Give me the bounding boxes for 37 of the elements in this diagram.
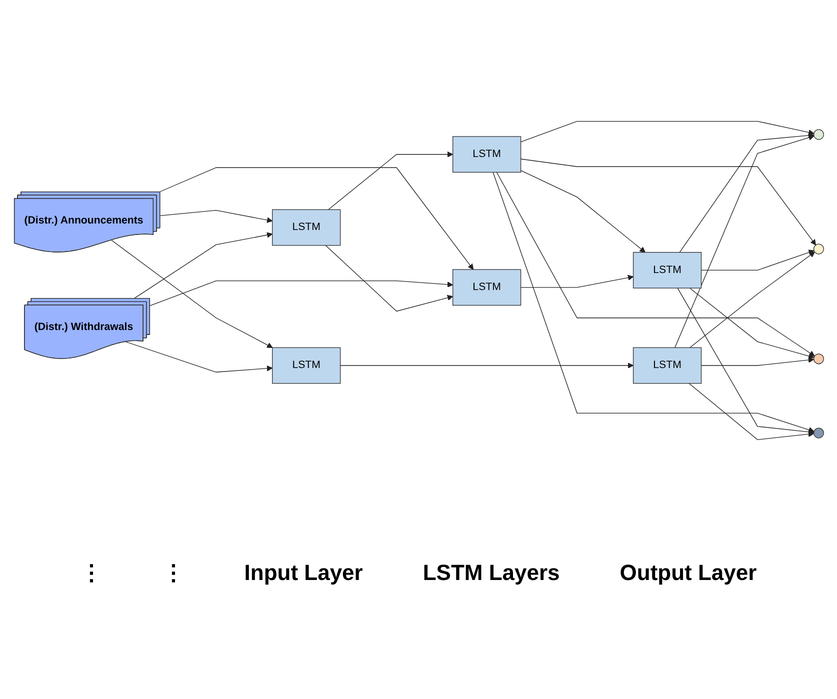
arrow: [689, 251, 814, 348]
node-box: LSTM: [272, 208, 340, 246]
arrow: [520, 120, 814, 142]
node-box: LSTM: [452, 136, 521, 172]
arrow: [520, 158, 816, 245]
layer-label: LSTM Layers: [422, 560, 560, 586]
arrow: [520, 274, 634, 288]
arrow: [110, 239, 272, 348]
arrow: [676, 287, 814, 434]
arrow: [339, 362, 634, 368]
arrow: [496, 171, 814, 356]
arrow: [328, 151, 453, 210]
layer-label: Output Layer: [620, 560, 757, 586]
arrow: [324, 244, 453, 312]
node-box: LSTM: [272, 346, 340, 384]
node-box: LSTM: [632, 346, 702, 384]
arrow: [158, 166, 474, 270]
arrow: [159, 210, 272, 222]
arrow: [700, 249, 814, 270]
arrow: [688, 382, 814, 440]
arrow: [678, 132, 814, 252]
arrow: [674, 134, 814, 348]
node-circle: [812, 243, 824, 254]
node-circle: [812, 353, 824, 364]
node-circle: [812, 427, 824, 438]
node-box: LSTM: [632, 252, 702, 288]
layer-label: Input Layer: [244, 560, 363, 586]
node-box: LSTM: [452, 268, 521, 306]
arrow: [520, 170, 645, 252]
layer-label: ⋮: [162, 560, 184, 586]
arrow: [125, 341, 272, 372]
arrow: [149, 280, 453, 306]
arrow: [492, 171, 814, 432]
arrow: [700, 356, 814, 366]
node-circle: [812, 128, 824, 140]
arrow: [689, 287, 814, 358]
layer-label: ⋮: [80, 560, 102, 586]
